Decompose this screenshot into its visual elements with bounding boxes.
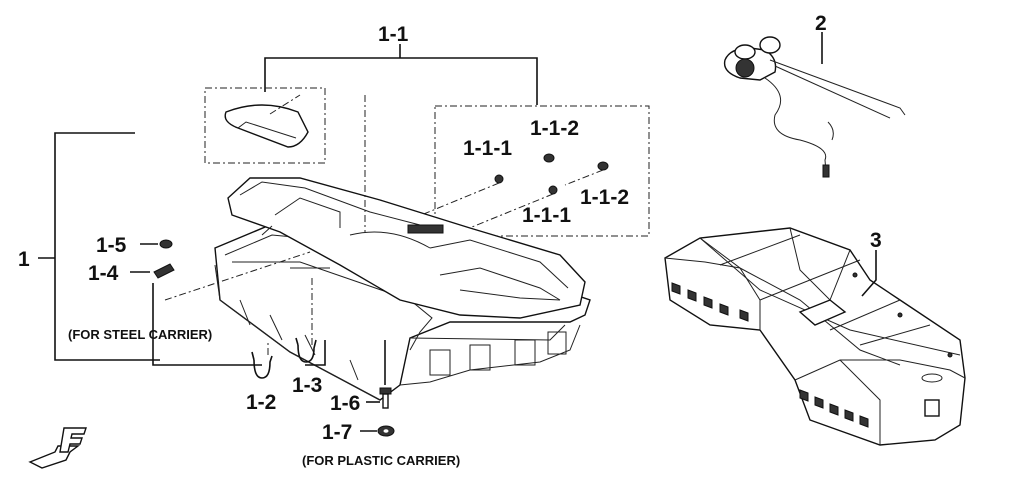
part-3-cargo-bag [664,227,966,446]
part-1-2-hook [251,351,273,379]
note-for-steel-carrier: (FOR STEEL CARRIER) [68,327,212,342]
nut-1-1-2-upper [543,153,555,163]
label-1-6: 1-6 [330,392,360,415]
part-1-4-clip [130,263,175,279]
bracket-item-1-1 [264,44,538,105]
label-1: 1 [18,248,30,271]
label-1-7: 1-7 [322,421,352,444]
label-1-1-2-lower: 1-1-2 [580,186,629,209]
cargo-box [214,177,591,401]
label-1-1-1-upper: 1-1-1 [463,137,512,160]
label-3: 3 [870,229,882,252]
part-1-6-bolt [366,387,392,409]
label-1-1-1-lower: 1-1-1 [522,204,571,227]
label-1-1: 1-1 [378,23,409,46]
label-1-4: 1-4 [88,262,119,285]
nut-1-1-2-lower [597,161,609,171]
label-2: 2 [815,12,827,35]
nuts-detail-box [379,105,650,241]
note-for-plastic-carrier: (FOR PLASTIC CARRIER) [302,453,460,468]
seat-pad [224,104,309,148]
pad-detail-box [204,87,326,164]
front-arrow-icon: F [28,427,87,469]
part-1-7-washer [360,425,395,437]
nut-1-1-1-lower [548,185,558,195]
bag-pockets [671,282,869,428]
bracket-steel-carrier [152,283,262,366]
label-1-5: 1-5 [96,234,127,257]
bracket-item-1 [38,132,160,361]
nut-1-1-1-upper [494,174,504,184]
part-2-pump-harness [723,32,906,178]
part-1-5-nut [140,239,173,249]
label-1-2: 1-2 [246,391,276,414]
label-1-3: 1-3 [292,374,322,397]
part-1-3-hook [295,337,317,363]
label-1-1-2-upper: 1-1-2 [530,117,579,140]
